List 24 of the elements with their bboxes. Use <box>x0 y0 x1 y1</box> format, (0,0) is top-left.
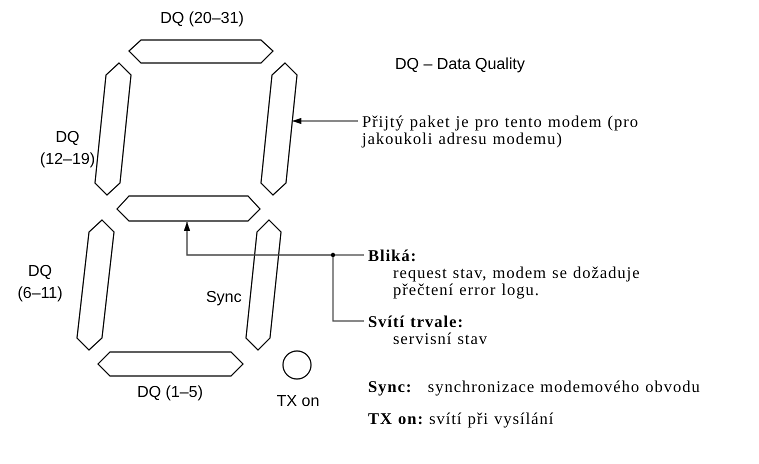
display-segment <box>260 62 298 196</box>
note-heading: Bliká: <box>368 247 418 264</box>
segment-label: Sync <box>206 288 243 308</box>
legend-note: Sync: synchronizace modemového obvodu <box>368 378 701 395</box>
display-segment <box>245 219 282 351</box>
note-text: Přijtý paket je pro tento modem (pro jakoukoli adresu modemu) <box>362 113 640 147</box>
abbreviation-note: DQ – Data Quality <box>395 55 525 75</box>
indicator-lamp <box>282 350 312 380</box>
leader-line <box>292 118 358 124</box>
segment-label: DQ (20–31) <box>159 9 245 29</box>
legend-note: TX on: svítí při vysílání <box>368 410 554 427</box>
display-segment <box>97 351 244 377</box>
leader-line <box>184 222 364 322</box>
note-text: request stav, modem se dožaduje přečtení error logu. <box>392 264 642 298</box>
segment-label: DQ (12–19) <box>38 128 96 170</box>
segment-label: DQ (6–11) <box>16 262 64 304</box>
note-text: servisní stav <box>392 330 490 347</box>
display-segment <box>116 195 261 222</box>
display-segment <box>128 39 274 64</box>
display-segment <box>94 62 132 196</box>
note-heading: Svítí trvale: <box>368 313 465 330</box>
segment-label: TX on <box>276 392 320 412</box>
display-segment <box>76 219 115 351</box>
segment-label: DQ (1–5) <box>136 383 204 403</box>
